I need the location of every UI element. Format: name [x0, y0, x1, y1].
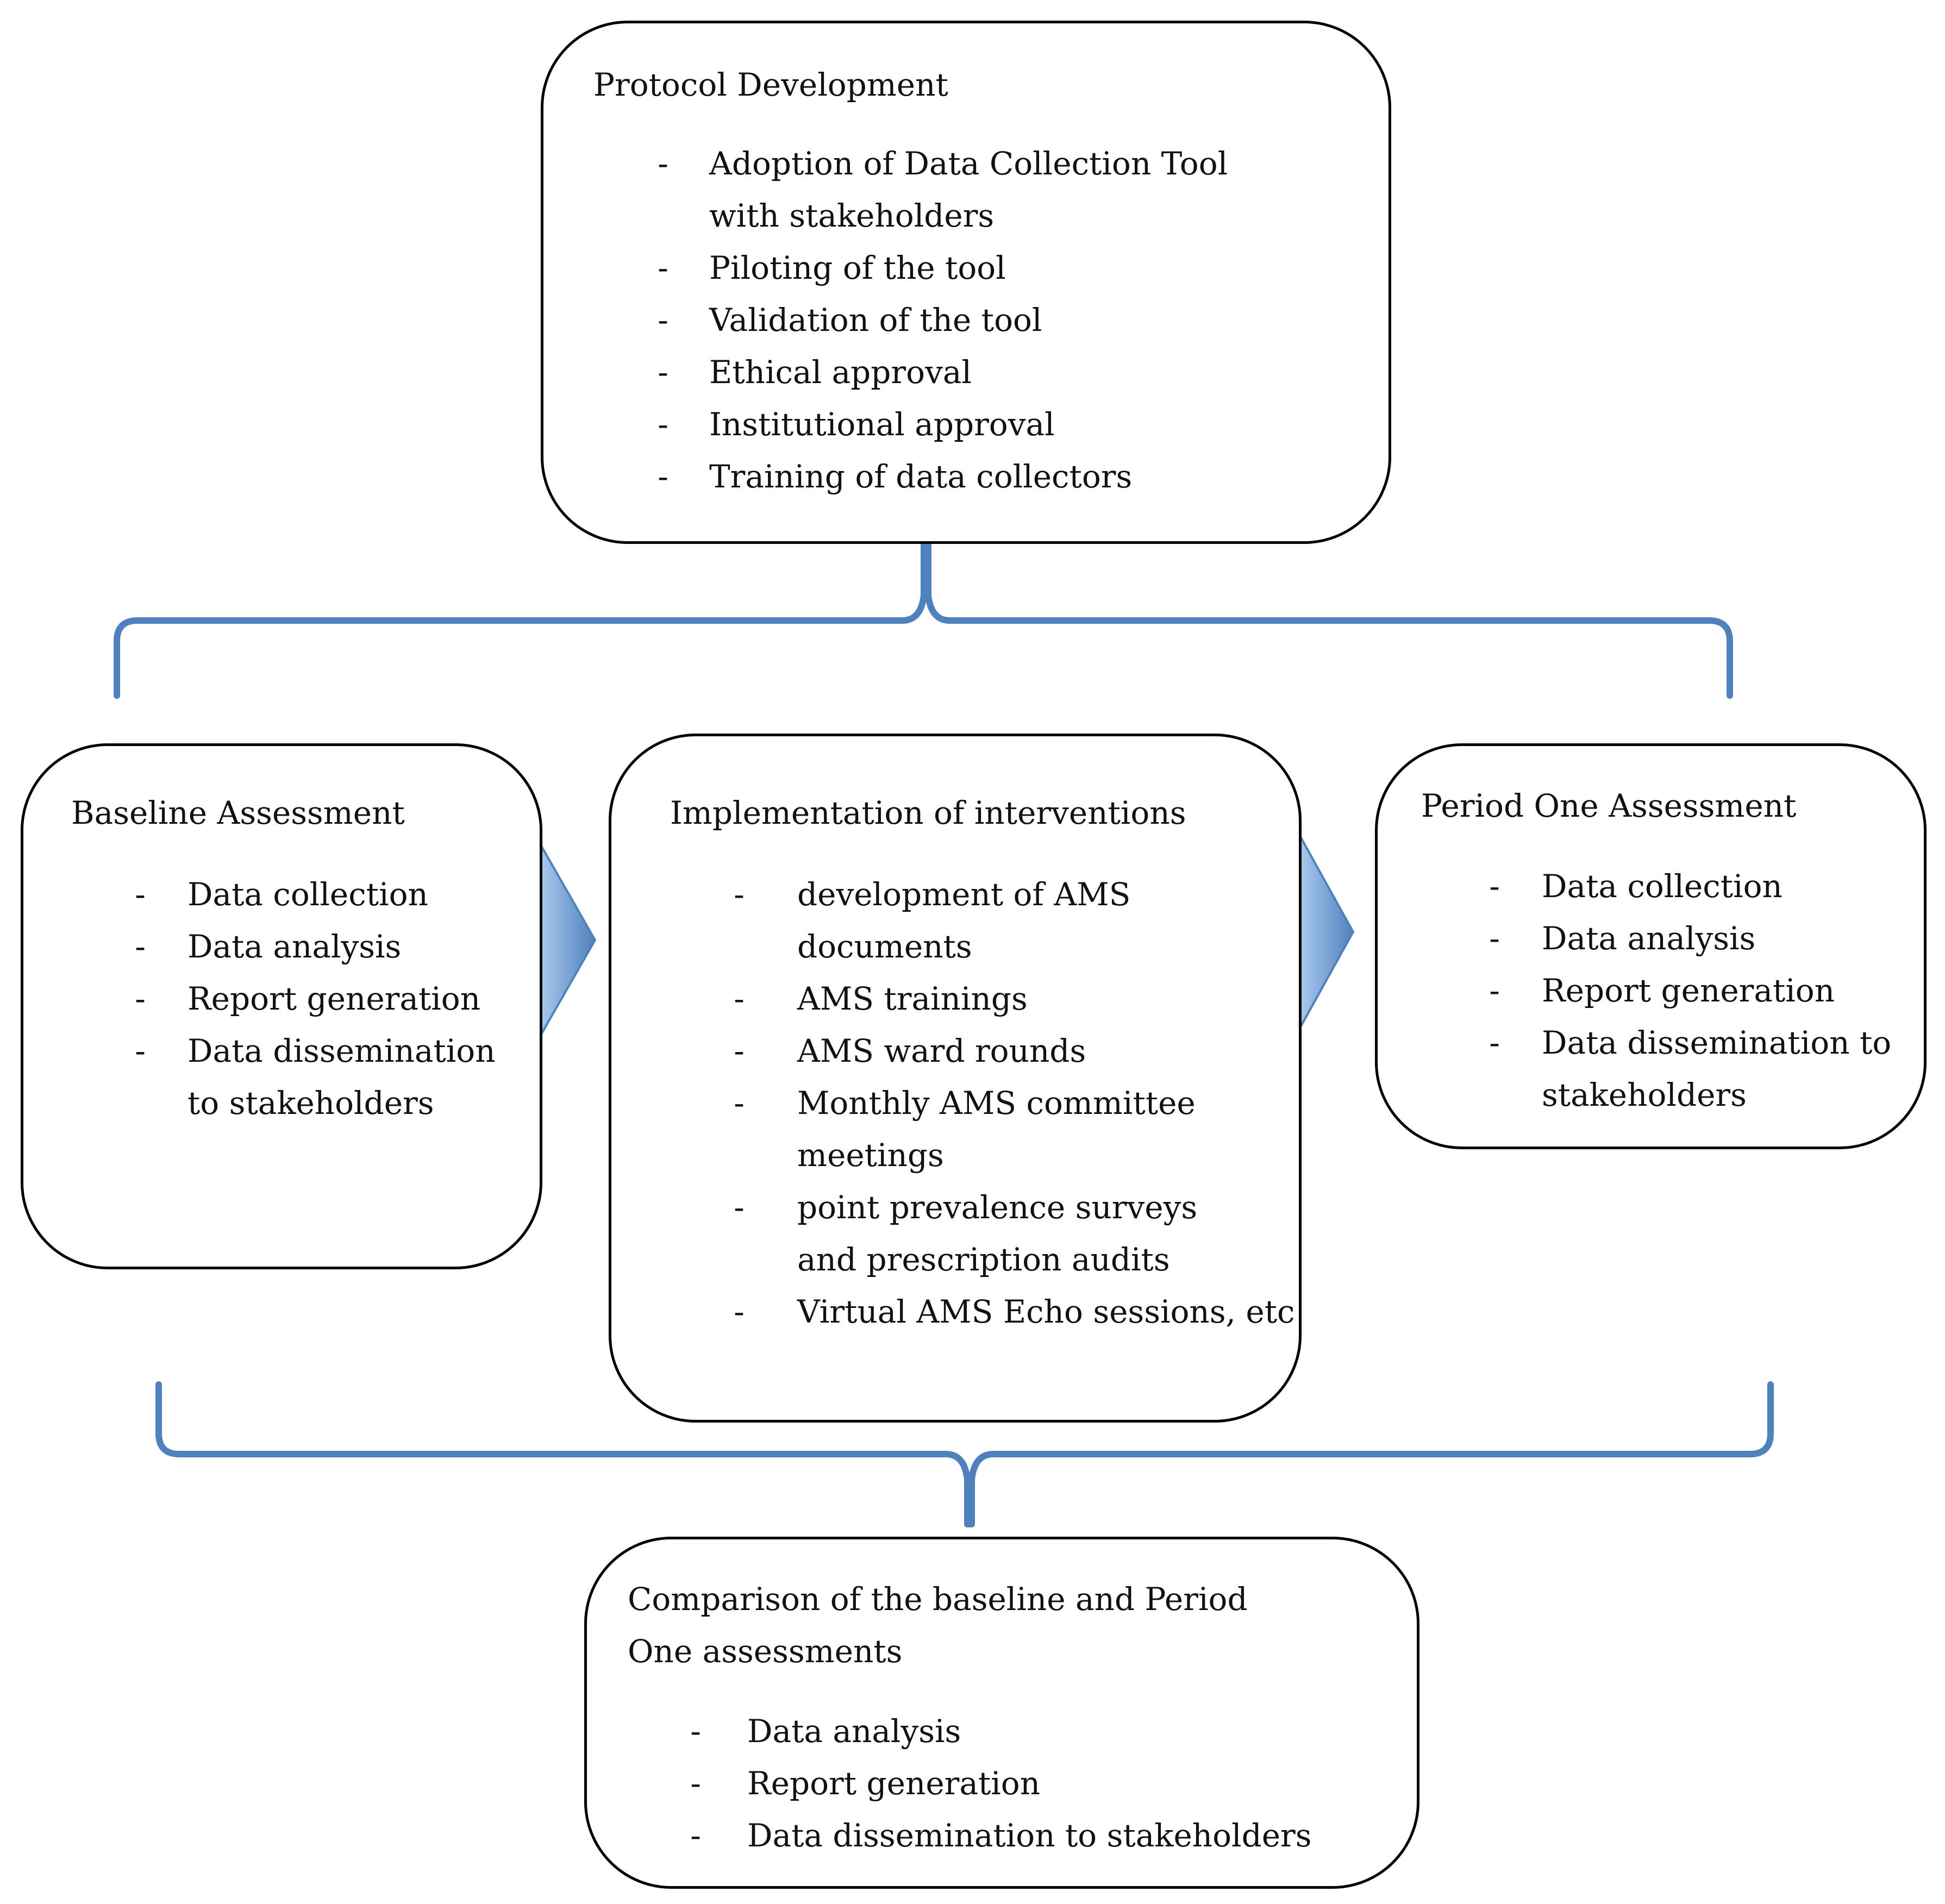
box-title: Implementation of interventions — [670, 794, 1186, 831]
list-item: - Adoption of Data Collection Tool with … — [652, 137, 1348, 242]
list-item: - Data dissemination to stakeholders — [129, 1025, 521, 1129]
dash-bullet: - — [1489, 1024, 1500, 1061]
list-item-text: AMS ward rounds — [797, 1032, 1086, 1069]
list-item-text: Data collection — [1542, 868, 1783, 905]
dash-bullet: - — [658, 354, 668, 391]
implementation-interventions-box: Implementation of interventions - develo… — [609, 734, 1302, 1423]
box-title: Protocol Development — [593, 66, 948, 103]
dash-bullet: - — [658, 145, 668, 182]
list-item: - Report generation — [685, 1757, 1380, 1809]
box-title: Comparison of the baseline and Period On… — [628, 1581, 1248, 1670]
list-item: - Institutional approval — [652, 398, 1348, 450]
protocol-development-box: Protocol Development - Adoption of Data … — [541, 21, 1391, 544]
list-item-text: Validation of the tool — [709, 302, 1042, 339]
dash-bullet: - — [135, 980, 146, 1017]
dash-bullet: - — [135, 928, 146, 965]
dash-bullet: - — [734, 876, 745, 913]
dash-bullet: - — [690, 1713, 701, 1750]
comparison-steps-list: - Data analysis - Report generation - Da… — [685, 1705, 1380, 1862]
list-item: - AMS trainings — [728, 973, 1272, 1025]
list-item-text: Data dissemination to stakeholders — [1542, 1024, 1892, 1113]
dash-bullet: - — [1489, 868, 1500, 905]
list-item: - Monthly AMS committee meetings — [728, 1077, 1272, 1181]
list-item-text: Training of data collectors — [709, 458, 1133, 495]
list-item-text: Report generation — [187, 980, 481, 1017]
protocol-steps-list: - Adoption of Data Collection Tool with … — [652, 137, 1348, 503]
list-item-text: Adoption of Data Collection Tool with st… — [709, 145, 1228, 234]
dash-bullet: - — [690, 1765, 701, 1802]
list-item-text: Monthly AMS committee meetings — [797, 1085, 1196, 1174]
dash-bullet: - — [734, 1189, 745, 1226]
dash-bullet: - — [734, 1085, 745, 1122]
list-item: - Ethical approval — [652, 346, 1348, 398]
list-item: - Data collection — [129, 868, 521, 920]
list-item-text: Report generation — [1542, 972, 1835, 1009]
list-item-text: development of AMS documents — [797, 876, 1131, 965]
list-item: - Data analysis — [685, 1705, 1380, 1757]
dash-bullet: - — [658, 302, 668, 339]
list-item: - point prevalence surveys and prescript… — [728, 1181, 1272, 1286]
list-item: - Virtual AMS Echo sessions, etc — [728, 1286, 1295, 1338]
list-item: - Data analysis — [129, 920, 521, 973]
list-item: - Data collection — [1484, 860, 1918, 912]
list-item-text: point prevalence surveys and prescriptio… — [797, 1189, 1198, 1278]
dash-bullet: - — [658, 249, 668, 286]
list-item-text: Data analysis — [1542, 920, 1756, 957]
list-item: - Report generation — [1484, 964, 1918, 1017]
dash-bullet: - — [1489, 920, 1500, 957]
box-title: Baseline Assessment — [71, 794, 405, 831]
list-item: - Training of data collectors — [652, 450, 1348, 503]
list-item-text: Ethical approval — [709, 354, 972, 391]
top-brace-connector — [114, 540, 1733, 699]
list-item-text: Data analysis — [747, 1713, 961, 1750]
list-item-text: AMS trainings — [797, 980, 1028, 1017]
list-item: - Validation of the tool — [652, 294, 1348, 346]
dash-bullet: - — [135, 1032, 146, 1069]
arrow-baseline-to-implementation — [540, 841, 597, 1039]
dash-bullet: - — [135, 876, 146, 913]
dash-bullet: - — [734, 980, 745, 1017]
arrow-implementation-to-period-one — [1299, 832, 1355, 1031]
list-item: - Data dissemination to stakeholders — [685, 1809, 1380, 1862]
box-title: Period One Assessment — [1421, 787, 1797, 824]
interventions-list: - development of AMS documents - AMS tra… — [728, 868, 1295, 1338]
baseline-steps-list: - Data collection - Data analysis - Repo… — [129, 868, 521, 1129]
list-item: - Report generation — [129, 973, 521, 1025]
bottom-brace-connector — [155, 1381, 1774, 1527]
list-item-text: Piloting of the tool — [709, 249, 1006, 286]
dash-bullet: - — [658, 458, 668, 495]
dash-bullet: - — [690, 1817, 701, 1854]
baseline-assessment-box: Baseline Assessment - Data collection - … — [21, 743, 542, 1269]
list-item-text: Data dissemination to stakeholders — [187, 1032, 496, 1122]
list-item-text: Report generation — [747, 1765, 1041, 1802]
list-item-text: Data dissemination to stakeholders — [747, 1817, 1312, 1854]
list-item: - Piloting of the tool — [652, 242, 1348, 294]
list-item-text: Data analysis — [187, 928, 402, 965]
list-item-text: Data collection — [187, 876, 428, 913]
period-one-assessment-box: Period One Assessment - Data collection … — [1375, 743, 1927, 1149]
list-item: - development of AMS documents — [728, 868, 1272, 973]
list-item-text: Institutional approval — [709, 406, 1055, 443]
dash-bullet: - — [734, 1032, 745, 1069]
dash-bullet: - — [658, 406, 668, 443]
dash-bullet: - — [734, 1293, 745, 1330]
list-item: - Data analysis — [1484, 912, 1918, 964]
period-one-steps-list: - Data collection - Data analysis - Repo… — [1484, 860, 1918, 1121]
comparison-assessments-box: Comparison of the baseline and Period On… — [584, 1537, 1419, 1889]
list-item-text: Virtual AMS Echo sessions, etc — [797, 1293, 1295, 1330]
dash-bullet: - — [1489, 972, 1500, 1009]
list-item: - Data dissemination to stakeholders — [1484, 1017, 1918, 1121]
list-item: - AMS ward rounds — [728, 1025, 1272, 1077]
